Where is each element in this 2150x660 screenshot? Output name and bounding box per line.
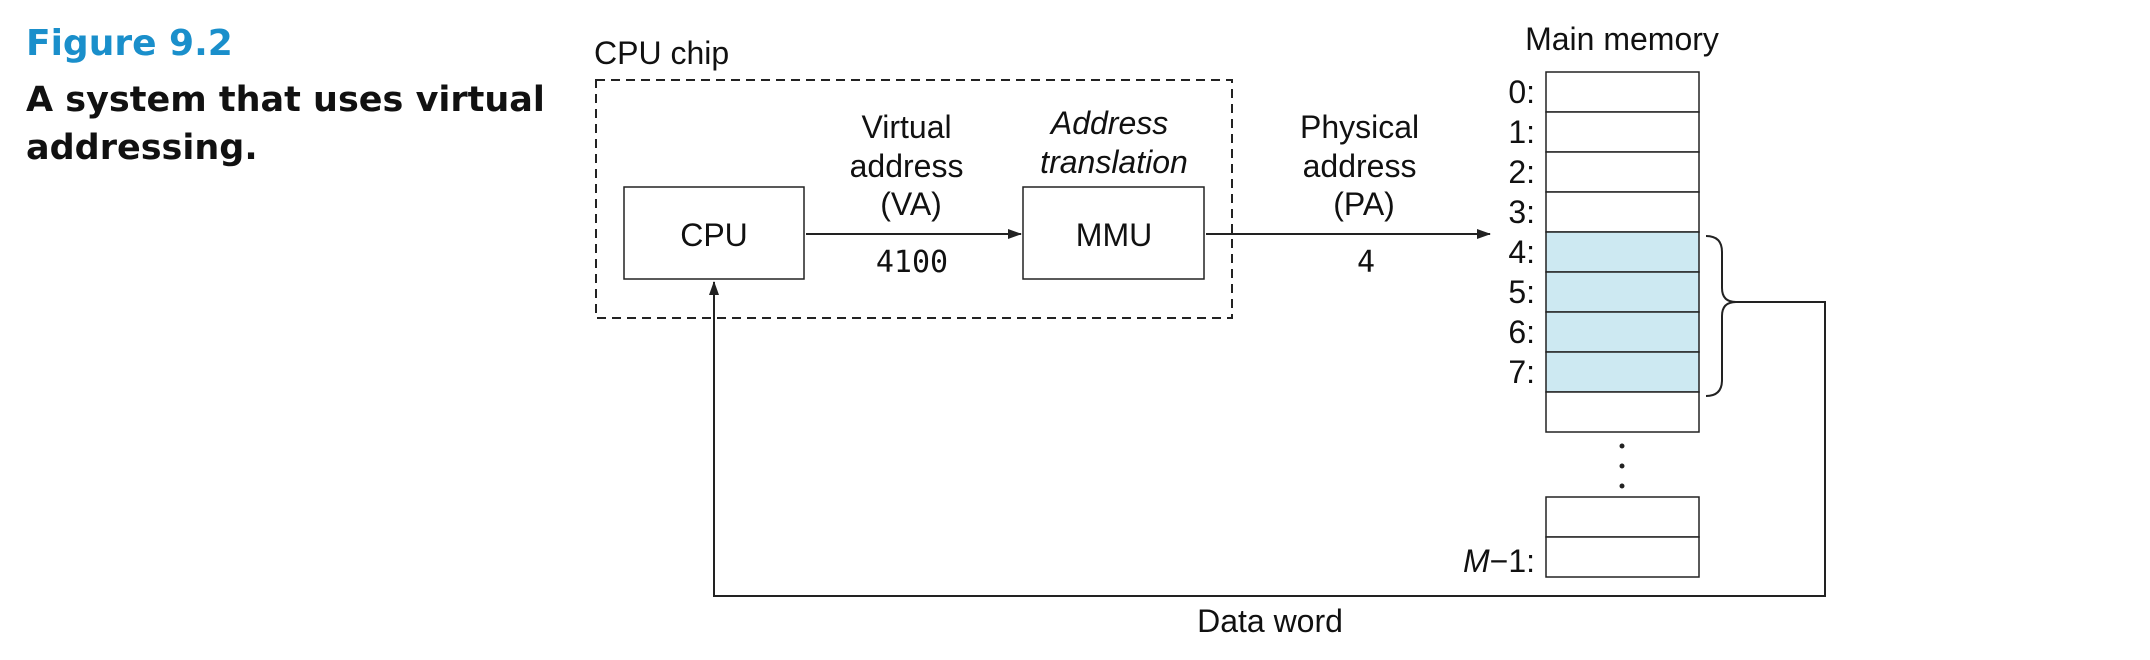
memory-row-label-1: 1: [1508, 114, 1535, 150]
memory-row-label-0: 0: [1508, 74, 1535, 110]
va-line-2: address [850, 148, 964, 184]
memory-row-label-2: 2: [1508, 154, 1535, 190]
pa-line-1: Physical [1300, 109, 1419, 145]
cpu-label: CPU [680, 217, 748, 253]
memory-row-last-label: M−1: [1463, 543, 1535, 579]
figure-caption: Figure 9.2 A system that uses virtual ad… [26, 22, 546, 172]
va-line-3: (VA) [880, 186, 942, 222]
memory-row-5 [1545, 271, 1700, 313]
physical-address-value: 4 [1357, 245, 1375, 280]
memory-row-7 [1545, 351, 1700, 393]
memory-row-3 [1545, 191, 1700, 233]
pa-line-2: address [1303, 148, 1417, 184]
memory-row-label-6: 6: [1508, 314, 1535, 350]
memory-row-last [1545, 536, 1700, 578]
va-line-1: Virtual [861, 109, 951, 145]
cpu-chip-label: CPU chip [594, 35, 729, 71]
memory-row-8 [1545, 391, 1700, 433]
memory-row-upper-bottom [1545, 496, 1700, 538]
memory-row-label-5: 5: [1508, 274, 1535, 310]
figure-label: Figure 9.2 [26, 23, 233, 64]
figure-title: A system that uses virtual addressing. [26, 80, 545, 168]
cpu-box [623, 186, 805, 280]
memory-row-label-3: 3: [1508, 194, 1535, 230]
address-translation-label: Address translation [1040, 105, 1188, 180]
at-line-1: Address [1049, 105, 1168, 141]
pa-line-3: (PA) [1333, 186, 1395, 222]
memory-row-2 [1545, 151, 1700, 193]
mmu-label: MMU [1076, 217, 1152, 253]
physical-address-label: Physical address (PA) [1300, 109, 1428, 222]
mmu-box [1022, 186, 1205, 280]
memory-rows: 0: 1: 2: 3: 4: 5: 6: 7: [1508, 71, 1700, 433]
at-line-2: translation [1040, 144, 1188, 180]
last-label-m: M [1463, 543, 1490, 579]
virtual-address-label: Virtual address (VA) [850, 109, 973, 222]
curly-brace [1705, 235, 1737, 397]
ellipsis-dot [1619, 483, 1625, 489]
memory-ellipsis [1619, 443, 1625, 489]
memory-row-0 [1545, 71, 1700, 113]
main-memory-label: Main memory [1525, 21, 1719, 57]
data-word-path [709, 281, 1826, 597]
data-word-label: Data word [1197, 603, 1343, 639]
cpu-chip-boundary [595, 79, 1233, 319]
ellipsis-dot [1619, 443, 1625, 449]
memory-row-label-4: 4: [1508, 234, 1535, 270]
last-label-rest: −1: [1490, 543, 1535, 579]
virtual-address-value: 4100 [876, 245, 948, 280]
memory-row-1 [1545, 111, 1700, 153]
memory-row-4 [1545, 231, 1700, 273]
memory-row-6 [1545, 311, 1700, 353]
memory-row-label-7: 7: [1508, 354, 1535, 390]
ellipsis-dot [1619, 463, 1625, 469]
